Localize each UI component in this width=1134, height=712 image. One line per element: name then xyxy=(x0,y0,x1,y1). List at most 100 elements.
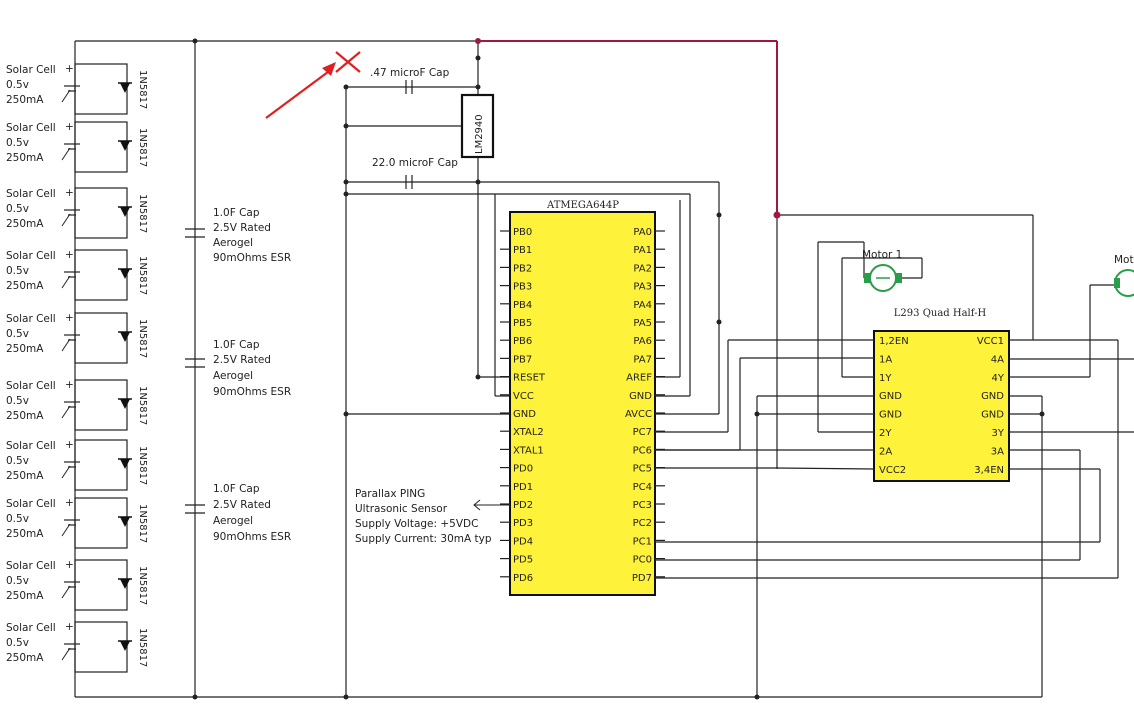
svg-text:2.5V Rated: 2.5V Rated xyxy=(213,354,271,366)
motor-2-label: Mot xyxy=(1114,254,1134,266)
supercap-label-1: 1.0F Cap 2.5V Rated Aerogel 90mOhms ESR xyxy=(213,207,291,264)
mcu-right-pin-label: PC4 xyxy=(633,482,652,493)
red-arrow-head xyxy=(322,62,336,76)
driver-right-pin-label: 3A xyxy=(991,446,1004,457)
l293-driver-chip xyxy=(873,330,1010,482)
diode-label: 1N5817 xyxy=(137,628,148,667)
svg-text:Supply Voltage: +5VDC: Supply Voltage: +5VDC xyxy=(355,518,478,530)
solar-cell-voltage: 0.5v xyxy=(6,328,29,340)
diode-label: 1N5817 xyxy=(137,256,148,295)
mcu-right-pin-label: PC3 xyxy=(633,500,652,511)
atmega644p-chip xyxy=(509,211,656,596)
small-cap-label-2: 22.0 microF Cap xyxy=(372,157,458,169)
solar-cell-name: Solar Cell xyxy=(6,188,56,200)
solar-cell-voltage: 0.5v xyxy=(6,513,29,525)
supercap-label-3: 1.0F Cap 2.5V Rated Aerogel 90mOhms ESR xyxy=(213,483,291,543)
solar-cell-name: Solar Cell xyxy=(6,440,56,452)
mcu-left-pin-label: PD1 xyxy=(513,482,533,493)
highlight-junctions xyxy=(475,38,781,219)
supercap-label-2: 1.0F Cap 2.5V Rated Aerogel 90mOhms ESR xyxy=(213,339,291,398)
mcu-right-pin-label: PA6 xyxy=(633,336,652,347)
mcu-left-pin-label: PD4 xyxy=(513,536,533,547)
solar-cell-plus: + xyxy=(65,187,74,199)
driver-right-pin-label: GND xyxy=(981,410,1004,421)
junction-dots xyxy=(192,38,1045,700)
mcu-left-pin-label: VCC xyxy=(513,391,534,402)
mcu-right-pin-label: AVCC xyxy=(625,409,652,420)
mcu-left-pin-label: XTAL2 xyxy=(513,427,544,438)
svg-text:Aerogel: Aerogel xyxy=(213,237,253,249)
mcu-left-pin-label: PB7 xyxy=(513,354,532,365)
solar-cell-voltage: 0.5v xyxy=(6,395,29,407)
diode-label: 1N5817 xyxy=(137,446,148,485)
solar-cell-plus: + xyxy=(65,249,74,261)
motor-1 xyxy=(864,264,902,292)
solar-cell-current: 250mA xyxy=(6,280,44,292)
small-cap-label-1: .47 microF Cap xyxy=(370,67,450,79)
mcu-left-pin-label: PD3 xyxy=(513,518,533,529)
solar-cell-name: Solar Cell xyxy=(6,122,56,134)
mcu-right-pin-label: PC2 xyxy=(633,518,652,529)
mcu-right-pin-label: PA0 xyxy=(633,227,652,238)
driver-left-pin-label: 2A xyxy=(879,446,892,457)
driver-right-pin-label: GND xyxy=(981,391,1004,402)
solar-cell-current: 250mA xyxy=(6,470,44,482)
svg-text:2.5V Rated: 2.5V Rated xyxy=(213,222,271,234)
solar-cell-voltage: 0.5v xyxy=(6,203,29,215)
solar-cell-voltage: 0.5v xyxy=(6,137,29,149)
diode-label: 1N5817 xyxy=(137,566,148,605)
mcu-right-pin-label: PC1 xyxy=(633,536,652,547)
svg-text:Parallax PING: Parallax PING xyxy=(355,488,425,500)
l293-pins: 1,2EN1A1YGNDGND2Y2AVCC2VCC14A4YGNDGND3Y3… xyxy=(879,336,1005,476)
supercap-symbols xyxy=(185,228,205,514)
mcu-right-pin-label: PC5 xyxy=(633,464,652,475)
svg-text:Aerogel: Aerogel xyxy=(213,370,253,382)
mcu-left-pin-label: GND xyxy=(513,409,536,420)
mcu-left-pin-label: XTAL1 xyxy=(513,445,544,456)
mcu-right-pin-label: PA4 xyxy=(633,300,652,311)
driver-left-pin-label: 1Y xyxy=(879,373,892,384)
motor-1-label: Motor 1 xyxy=(862,249,902,261)
diode-label: 1N5817 xyxy=(137,386,148,425)
mcu-left-pin-label: PD2 xyxy=(513,500,533,511)
mcu-right-pin-label: PD7 xyxy=(632,573,652,584)
atmega-title: ATMEGA644P xyxy=(546,200,619,211)
solar-cell-name: Solar Cell xyxy=(6,313,56,325)
solar-cell-current: 250mA xyxy=(6,528,44,540)
mcu-left-pin-label: PB2 xyxy=(513,263,532,274)
solar-cell-voltage: 0.5v xyxy=(6,265,29,277)
driver-right-pin-label: 4Y xyxy=(992,373,1005,384)
svg-text:Aerogel: Aerogel xyxy=(213,515,253,527)
mcu-left-pin-label: PB3 xyxy=(513,282,532,293)
solar-cell-plus: + xyxy=(65,439,74,451)
diode-label: 1N5817 xyxy=(137,128,148,167)
svg-text:2.5V Rated: 2.5V Rated xyxy=(213,499,271,511)
svg-text:Ultrasonic Sensor: Ultrasonic Sensor xyxy=(355,503,448,515)
solar-cell-plus: + xyxy=(65,621,74,633)
driver-right-pin-label: 4A xyxy=(991,354,1004,365)
ping-sensor-label: Parallax PING Ultrasonic Sensor Supply V… xyxy=(355,488,492,545)
svg-text:90mOhms ESR: 90mOhms ESR xyxy=(213,386,291,398)
solar-cell-voltage: 0.5v xyxy=(6,575,29,587)
mcu-right-pin-label: PA2 xyxy=(633,263,652,274)
solar-cell-current: 250mA xyxy=(6,410,44,422)
solar-cell-plus: + xyxy=(65,121,74,133)
mcu-left-pin-label: RESET xyxy=(513,373,546,384)
diode-label: 1N5817 xyxy=(137,319,148,358)
mcu-right-pin-label: PA3 xyxy=(633,282,652,293)
solar-cell-current: 250mA xyxy=(6,590,44,602)
mcu-left-pin-label: PD5 xyxy=(513,555,533,566)
mcu-left-pin-label: PB6 xyxy=(513,336,532,347)
svg-text:1.0F Cap: 1.0F Cap xyxy=(213,339,260,351)
solar-cell-current: 250mA xyxy=(6,94,44,106)
lm2940-regulator xyxy=(460,93,495,159)
